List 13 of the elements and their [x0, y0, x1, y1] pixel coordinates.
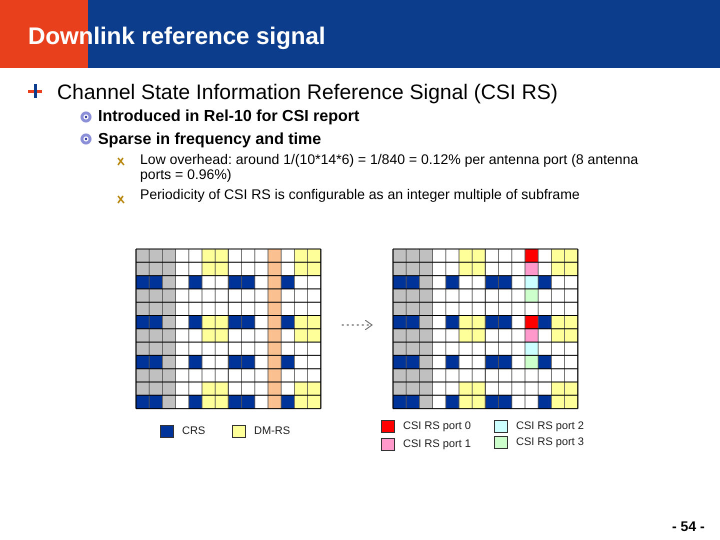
- legend-label: CSI RS port 3: [516, 436, 584, 449]
- legend-label: CRS: [182, 425, 206, 438]
- legend-label: CSI RS port 1: [403, 438, 471, 451]
- page-number: - 54 -: [672, 518, 705, 534]
- bullet-text: Introduced in Rel-10 for CSI report: [98, 107, 360, 127]
- bullet-text: Channel State Information Reference Signal (CSI RS): [57, 80, 558, 106]
- legend-label: CSI RS port 0: [403, 420, 471, 433]
- bullet-text: Low overhead: around 1/(10*14*6) = 1/840 = 0.12% per antenna port (8 antenna ports = 0.96%): [140, 152, 640, 182]
- legend-label: CSI RS port 2: [516, 420, 584, 433]
- bullet-text: Periodicity of CSI RS is configurable as an integer multiple of subframe: [140, 186, 581, 202]
- legend-label: DM-RS: [254, 425, 290, 438]
- arrow: [342, 320, 372, 330]
- bullet-text: Sparse in frequency and time: [98, 130, 322, 150]
